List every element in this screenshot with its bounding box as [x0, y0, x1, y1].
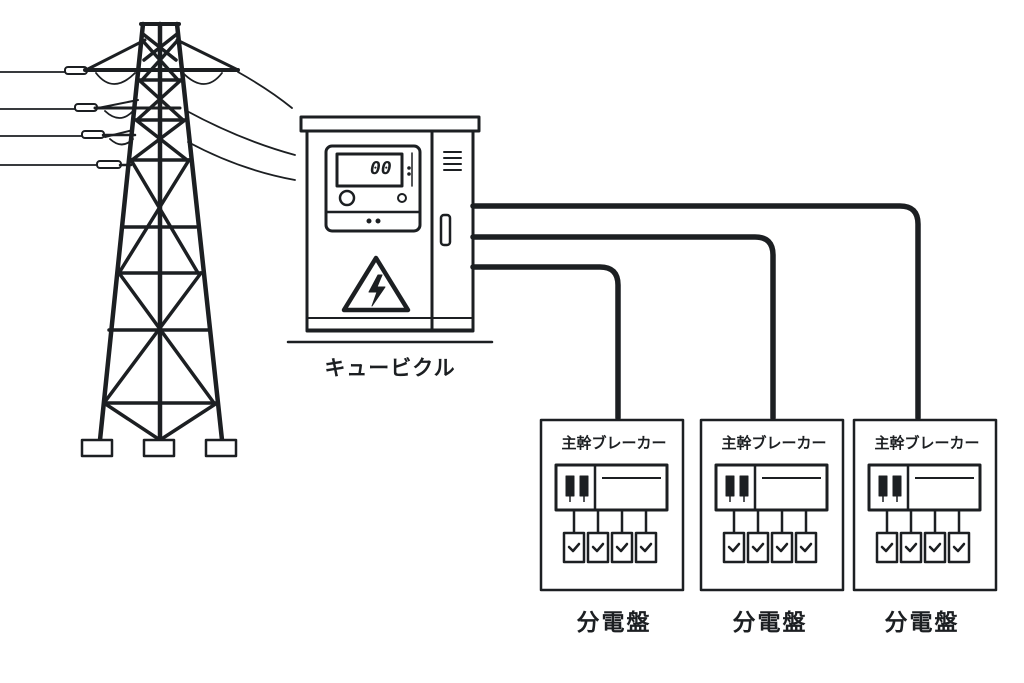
branch-breaker: [875, 531, 899, 564]
power-line: [0, 71, 98, 166]
branch-breaker: [770, 531, 794, 564]
check-icon: [567, 542, 581, 553]
branch-breaker: [586, 531, 610, 564]
panel-title: 主幹ブレーカー: [721, 434, 827, 452]
main-breaker: [714, 463, 829, 512]
breaker-switch-icon: [725, 475, 735, 497]
distribution-panel: [539, 418, 685, 592]
cubicle-label: キュービクル: [324, 356, 456, 380]
check-icon: [880, 542, 894, 553]
check-icon: [952, 542, 966, 553]
cubicle-substation-icon: [286, 115, 494, 344]
branch-breaker: [947, 531, 971, 564]
transmission-tower-icon: [80, 21, 240, 458]
branch-breaker: [610, 531, 634, 564]
panel-title: 主幹ブレーカー: [874, 434, 980, 452]
high-voltage-warning-icon: [341, 255, 411, 313]
breaker-switch-icon: [892, 475, 902, 497]
feeder-cable: [470, 203, 921, 421]
power-line: [184, 71, 296, 181]
panel-label: 分電盤: [884, 610, 960, 636]
main-breaker: [554, 463, 669, 512]
check-icon: [904, 542, 918, 553]
breaker-switch-icon: [579, 475, 589, 497]
branch-breaker: [634, 531, 658, 564]
check-icon: [591, 542, 605, 553]
meter-icon: [324, 144, 422, 233]
distribution-panels: [539, 418, 998, 592]
insulator-icon: [64, 66, 122, 169]
check-icon: [751, 542, 765, 553]
check-icon: [727, 542, 741, 553]
check-icon: [928, 542, 942, 553]
meter-display: 00: [370, 158, 392, 179]
branch-breaker: [794, 531, 818, 564]
main-breaker: [867, 463, 982, 512]
check-icon: [799, 542, 813, 553]
branch-breaker: [923, 531, 947, 564]
branch-breaker: [722, 531, 746, 564]
check-icon: [775, 542, 789, 553]
breaker-switch-icon: [739, 475, 749, 497]
check-icon: [639, 542, 653, 553]
breaker-switch-icon: [565, 475, 575, 497]
branch-breaker: [899, 531, 923, 564]
distribution-panel: [699, 418, 845, 592]
distribution-panel: [852, 418, 998, 592]
branch-breaker: [562, 531, 586, 564]
panel-label: 分電盤: [576, 610, 652, 636]
check-icon: [615, 542, 629, 553]
panel-title: 主幹ブレーカー: [561, 434, 667, 452]
breaker-switch-icon: [878, 475, 888, 497]
panel-label: 分電盤: [732, 610, 808, 636]
branch-breaker: [746, 531, 770, 564]
